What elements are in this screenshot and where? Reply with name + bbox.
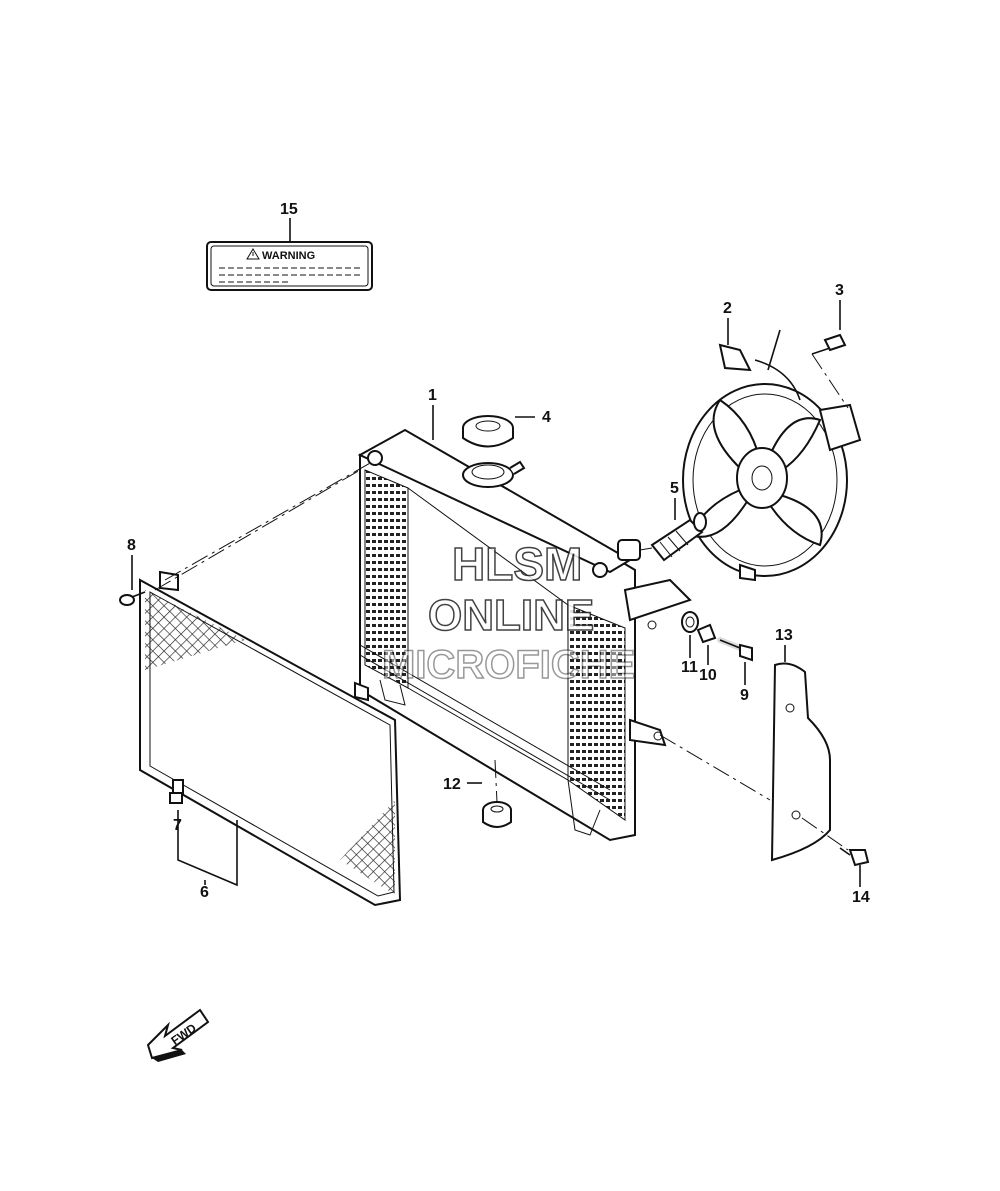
- watermark-line-3: MICROFICHE: [382, 643, 635, 687]
- screw-8: [119, 591, 146, 606]
- bolt-3: [811, 333, 847, 355]
- callout-1: 1: [428, 387, 437, 404]
- radiator: [357, 428, 692, 842]
- watermark-line-1: HLSM: [452, 538, 582, 590]
- callout-2: 2: [723, 300, 732, 317]
- callout-3: 3: [835, 282, 844, 299]
- bolt-9: [717, 637, 753, 662]
- callout-4: 4: [542, 409, 551, 426]
- warning-label: WARNING: [206, 241, 373, 291]
- cover-plate: [770, 662, 831, 862]
- nut-11: [681, 611, 699, 633]
- clip-14: [839, 847, 870, 867]
- radiator-cap: [462, 415, 514, 448]
- callouts: 1 2 3 4 5 6 7 8 9 10 11 12 13 14 15: [127, 201, 870, 906]
- fwd-direction-arrow: FWD: [146, 1008, 210, 1062]
- warning-triangle-icon: [246, 248, 260, 260]
- cooling-fan: [682, 329, 862, 582]
- clip-7: [169, 792, 183, 804]
- callout-11: 11: [681, 659, 698, 676]
- warning-label-title: WARNING: [262, 250, 315, 262]
- callout-8: 8: [127, 537, 136, 554]
- callout-14: 14: [852, 889, 870, 906]
- callout-13: 13: [775, 627, 793, 644]
- callout-6: 6: [200, 884, 209, 901]
- callout-15: 15: [280, 201, 298, 218]
- callout-7: 7: [173, 817, 182, 834]
- callout-5: 5: [670, 480, 679, 497]
- callout-9: 9: [740, 687, 749, 704]
- collar-10: [696, 623, 717, 644]
- grommet-12: [482, 801, 512, 828]
- warning-label-text-lines: [219, 267, 360, 283]
- thermo-switch: [650, 512, 707, 562]
- alignment-lines: [154, 353, 849, 851]
- watermark: HLSM ONLINE MICROFICHE: [381, 537, 636, 688]
- leader-lines: [131, 218, 861, 887]
- watermark-line-2: ONLINE: [428, 591, 594, 640]
- callout-10: 10: [699, 667, 717, 684]
- callout-12: 12: [443, 776, 461, 793]
- radiator-screen: [139, 570, 402, 907]
